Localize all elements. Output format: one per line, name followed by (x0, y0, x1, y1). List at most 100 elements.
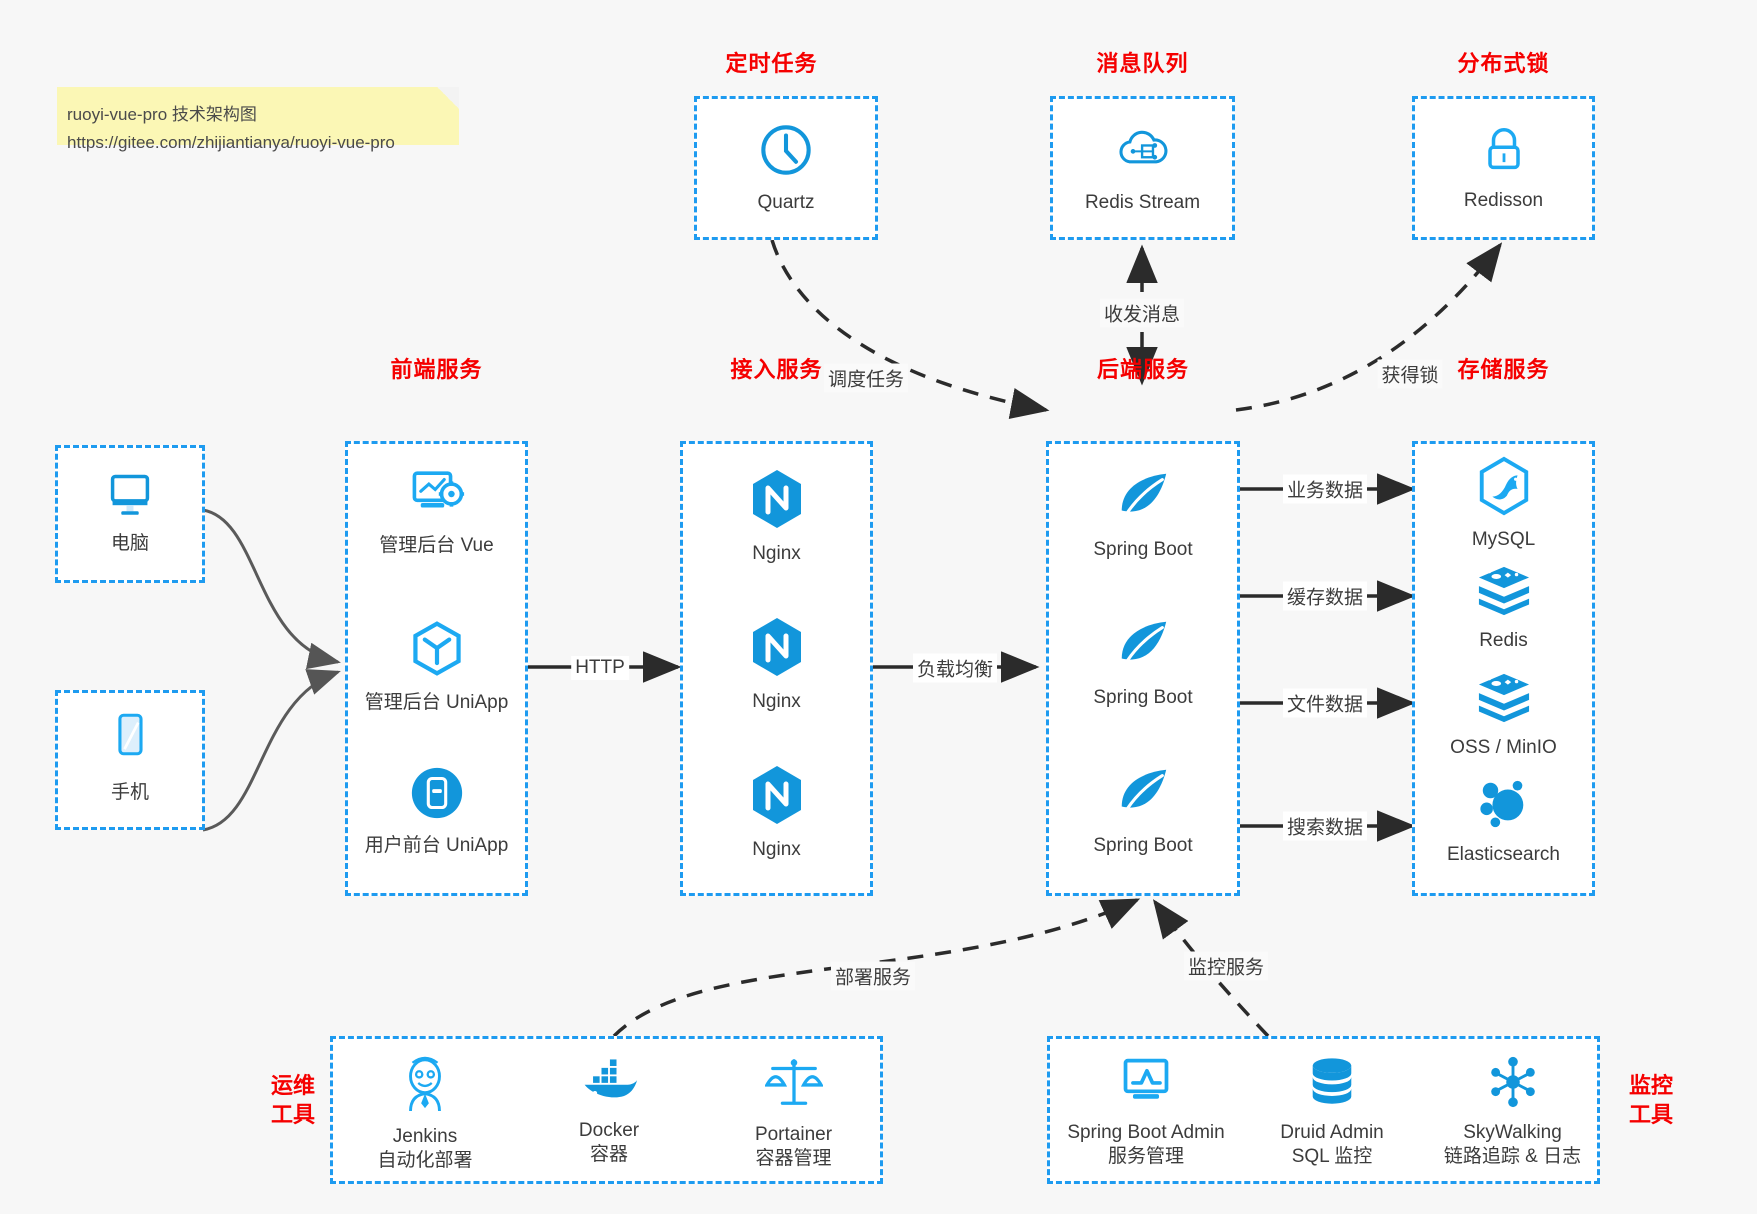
node-redis-stream[interactable]: Redis Stream (1053, 121, 1232, 215)
node-label: 用户前台 UniApp (364, 835, 509, 856)
node-redis[interactable]: Redis (1415, 563, 1592, 653)
jenkins-butler-icon (333, 1055, 517, 1118)
edge-quartz-to-backend (770, 239, 1050, 419)
node-portainer[interactable]: Portainer 容器管理 (701, 1055, 886, 1172)
node-mobile[interactable]: 手机 (58, 711, 202, 805)
node-sublabel: SQL 监控 (1291, 1146, 1373, 1168)
node-spring-boot-2[interactable]: Spring Boot (1049, 616, 1237, 710)
group-title-devops: 运维 工具 (258, 1072, 328, 1129)
node-jenkins[interactable]: Jenkins 自动化部署 (333, 1055, 517, 1174)
node-skywalking[interactable]: SkyWalking 链路追踪 & 日志 (1422, 1055, 1603, 1170)
edge-label-monitor-service: 监控服务 (1183, 951, 1269, 981)
skywalking-node-icon (1422, 1055, 1603, 1114)
group-title-storage: 存储服务 (1457, 357, 1550, 382)
node-label: 管理后台 Vue (379, 535, 494, 556)
node-user-uniapp[interactable]: 用户前台 UniApp (348, 764, 525, 858)
node-sublabel: 自动化部署 (377, 1150, 473, 1172)
edge-label-file-data: 文件数据 (1282, 688, 1368, 718)
node-desktop[interactable]: 电脑 (58, 466, 202, 556)
group-monitoring[interactable]: Spring Boot Admin 服务管理 Druid Admin SQL 监… (1047, 1036, 1600, 1184)
group-frontend[interactable]: 管理后台 Vue 管理后台 UniApp 用户前台 UniApp (345, 441, 528, 896)
spring-boot-icon (1049, 468, 1237, 531)
monitor-chart-icon (1050, 1055, 1242, 1114)
node-label: 管理后台 UniApp (364, 692, 509, 713)
node-elasticsearch[interactable]: Elasticsearch (1415, 777, 1592, 867)
node-mysql[interactable]: MySQL (1415, 456, 1592, 552)
redis-stack-icon (1415, 670, 1592, 729)
desktop-monitor-icon (58, 466, 202, 525)
node-label: Redis (1479, 630, 1528, 651)
edge-desktop-to-frontend (202, 508, 341, 670)
devops-title-line1: 运维 (270, 1073, 315, 1098)
node-admin-vue[interactable]: 管理后台 Vue (348, 466, 525, 558)
node-docker[interactable]: Docker 容器 (517, 1055, 701, 1168)
mobile-phone-icon (58, 711, 202, 774)
edge-label-cache-data: 缓存数据 (1282, 581, 1368, 611)
database-icon (1242, 1055, 1422, 1114)
group-scheduled-task[interactable]: Quartz (694, 96, 878, 240)
node-nginx-1[interactable]: Nginx (683, 468, 870, 566)
note-card: ruoyi-vue-pro 技术架构图 https://gitee.com/zh… (57, 87, 459, 152)
node-label: Elasticsearch (1447, 844, 1560, 865)
group-client-desktop[interactable]: 电脑 (55, 445, 205, 583)
node-spring-boot-admin[interactable]: Spring Boot Admin 服务管理 (1050, 1055, 1242, 1170)
elasticsearch-icon (1415, 777, 1592, 836)
monitoring-title-line1: 监控 (1628, 1073, 1673, 1098)
node-spring-boot-3[interactable]: Spring Boot (1049, 764, 1237, 858)
node-label: MySQL (1471, 529, 1536, 550)
node-nginx-3[interactable]: Nginx (683, 764, 870, 862)
nginx-icon (683, 468, 870, 535)
dashboard-gear-icon (348, 466, 525, 527)
node-label: Spring Boot (1093, 539, 1193, 560)
group-backend[interactable]: Spring Boot Spring Boot Spring Boot (1046, 441, 1240, 896)
node-druid-admin[interactable]: Druid Admin SQL 监控 (1242, 1055, 1422, 1170)
node-sublabel: 服务管理 (1107, 1146, 1184, 1168)
node-label: Nginx (752, 543, 801, 564)
edge-label-deploy-service: 部署服务 (830, 961, 916, 991)
group-client-mobile[interactable]: 手机 (55, 690, 205, 830)
group-title-scheduled-task: 定时任务 (725, 51, 818, 76)
group-title-gateway: 接入服务 (730, 357, 823, 382)
node-label: Redis Stream (1084, 192, 1201, 213)
node-quartz[interactable]: Quartz (697, 121, 875, 215)
docker-whale-icon (517, 1055, 701, 1112)
devops-title-line2: 工具 (270, 1101, 315, 1127)
cloud-network-icon (1053, 121, 1232, 184)
group-devops[interactable]: Jenkins 自动化部署 Docker 容器 (330, 1036, 883, 1184)
node-label: Druid Admin (1280, 1122, 1384, 1143)
node-sublabel: 容器管理 (755, 1148, 832, 1170)
node-redisson[interactable]: Redisson (1415, 121, 1592, 213)
hexagon-cube-icon (348, 619, 525, 684)
node-admin-uniapp[interactable]: 管理后台 UniApp (348, 619, 525, 715)
edge-label-business-data: 业务数据 (1282, 474, 1368, 504)
group-title-message-queue: 消息队列 (1096, 51, 1189, 76)
node-label: Jenkins (392, 1126, 458, 1147)
group-title-monitoring: 监控 工具 (1616, 1072, 1686, 1129)
node-label: Spring Boot Admin (1067, 1122, 1225, 1143)
node-oss-minio[interactable]: OSS / MinIO (1415, 670, 1592, 760)
node-spring-boot-1[interactable]: Spring Boot (1049, 468, 1237, 562)
group-storage[interactable]: MySQL Redis (1412, 441, 1595, 896)
edge-label-acquire-lock: 获得锁 (1377, 359, 1443, 389)
edge-label-search-data: 搜索数据 (1282, 811, 1368, 841)
edge-label-send-receive-message: 收发消息 (1099, 298, 1185, 328)
group-gateway[interactable]: Nginx Nginx Nginx (680, 441, 873, 896)
node-label: Redisson (1463, 190, 1544, 211)
group-message-queue[interactable]: Redis Stream (1050, 96, 1235, 240)
group-distributed-lock[interactable]: Redisson (1412, 96, 1595, 240)
node-nginx-2[interactable]: Nginx (683, 616, 870, 714)
node-label: Quartz (757, 192, 815, 213)
group-title-backend: 后端服务 (1096, 357, 1189, 382)
nginx-icon (683, 616, 870, 683)
node-label: Portainer (754, 1124, 833, 1145)
node-label: Spring Boot (1093, 835, 1193, 856)
node-sublabel: 容器 (589, 1144, 628, 1166)
edge-backend-to-redisson (1235, 242, 1503, 412)
lock-icon (1415, 121, 1592, 182)
node-label: OSS / MinIO (1450, 737, 1557, 758)
note-title: ruoyi-vue-pro 技术架构图 (67, 105, 257, 124)
scales-icon (701, 1055, 886, 1116)
monitoring-title-line2: 工具 (1628, 1101, 1673, 1127)
edge-mobile-to-frontend (202, 669, 341, 832)
